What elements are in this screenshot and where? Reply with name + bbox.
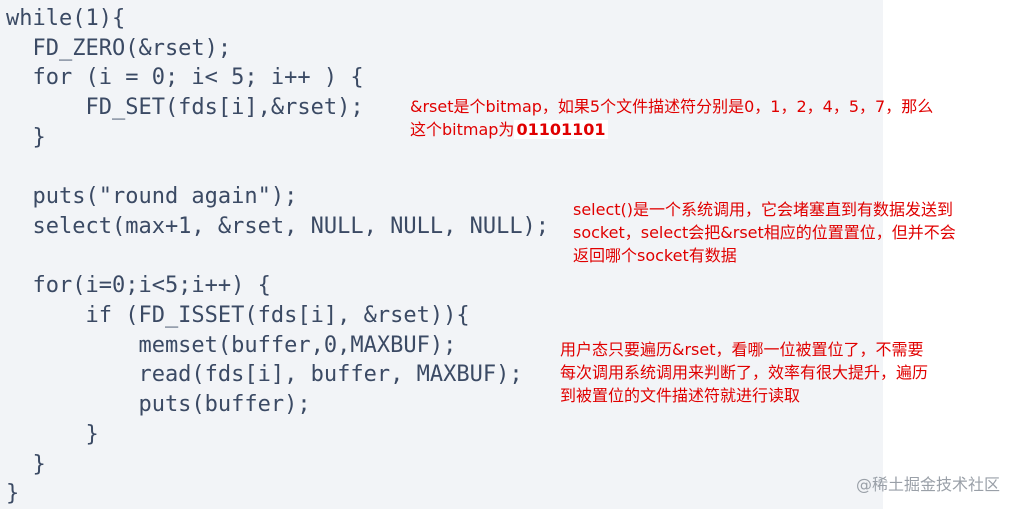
code-line: }: [6, 451, 46, 477]
user-mode-annotation: 用户态只要遍历&rset，看哪一位被置位了，不需要 每次调用系统调用来判断了，效…: [560, 338, 990, 407]
code-line: puts("round again");: [6, 184, 298, 210]
code-line: for(i=0;i<5;i++) {: [6, 273, 271, 299]
code-line: for (i = 0; i< 5; i++ ) {: [6, 65, 364, 91]
select-annotation: select()是一个系统调用，它会堵塞直到有数据发送到 socket，sele…: [573, 198, 1012, 267]
code-line: }: [6, 421, 99, 447]
code-line: select(max+1, &rset, NULL, NULL, NULL);: [6, 213, 550, 239]
code-line: FD_ZERO(&rset);: [6, 35, 232, 61]
select-annotation-line1: select()是一个系统调用，它会堵塞直到有数据发送到: [573, 200, 954, 219]
select-annotation-line3: 返回哪个socket有数据: [573, 246, 737, 265]
bitmap-value: 01101101: [514, 120, 608, 139]
user-mode-annotation-line1: 用户态只要遍历&rset，看哪一位被置位了，不需要: [560, 340, 924, 359]
code-line: read(fds[i], buffer, MAXBUF);: [6, 362, 523, 388]
watermark: @稀土掘金技术社区: [855, 475, 1000, 494]
code-line: FD_SET(fds[i],&rset);: [6, 95, 364, 121]
code-line: memset(buffer,0,MAXBUF);: [6, 332, 457, 358]
code-line: while(1){: [6, 6, 126, 31]
code-line: if (FD_ISSET(fds[i], &rset)){: [6, 303, 470, 329]
code-line: }: [6, 124, 46, 150]
bitmap-annotation-line1: &rset是个bitmap，如果5个文件描述符分别是0，1，2，4，5，7，那么: [410, 97, 934, 116]
user-mode-annotation-line3: 到被置位的文件描述符就进行读取: [560, 386, 801, 405]
code-panel: while(1){ FD_ZERO(&rset); for (i = 0; i<…: [0, 0, 883, 509]
user-mode-annotation-line2: 每次调用系统调用来判断了，效率有很大提升，遍历: [560, 363, 929, 382]
code-line: puts(buffer);: [6, 392, 311, 418]
bitmap-annotation: &rset是个bitmap，如果5个文件描述符分别是0，1，2，4，5，7，那么…: [410, 95, 1010, 141]
bitmap-annotation-prefix: 这个bitmap为: [410, 120, 515, 139]
select-annotation-line2: socket，select会把&rset相应的位置置位，但并不会: [573, 223, 956, 242]
code-block: while(1){ FD_ZERO(&rset); for (i = 0; i<…: [6, 4, 549, 509]
code-line: }: [6, 481, 20, 507]
